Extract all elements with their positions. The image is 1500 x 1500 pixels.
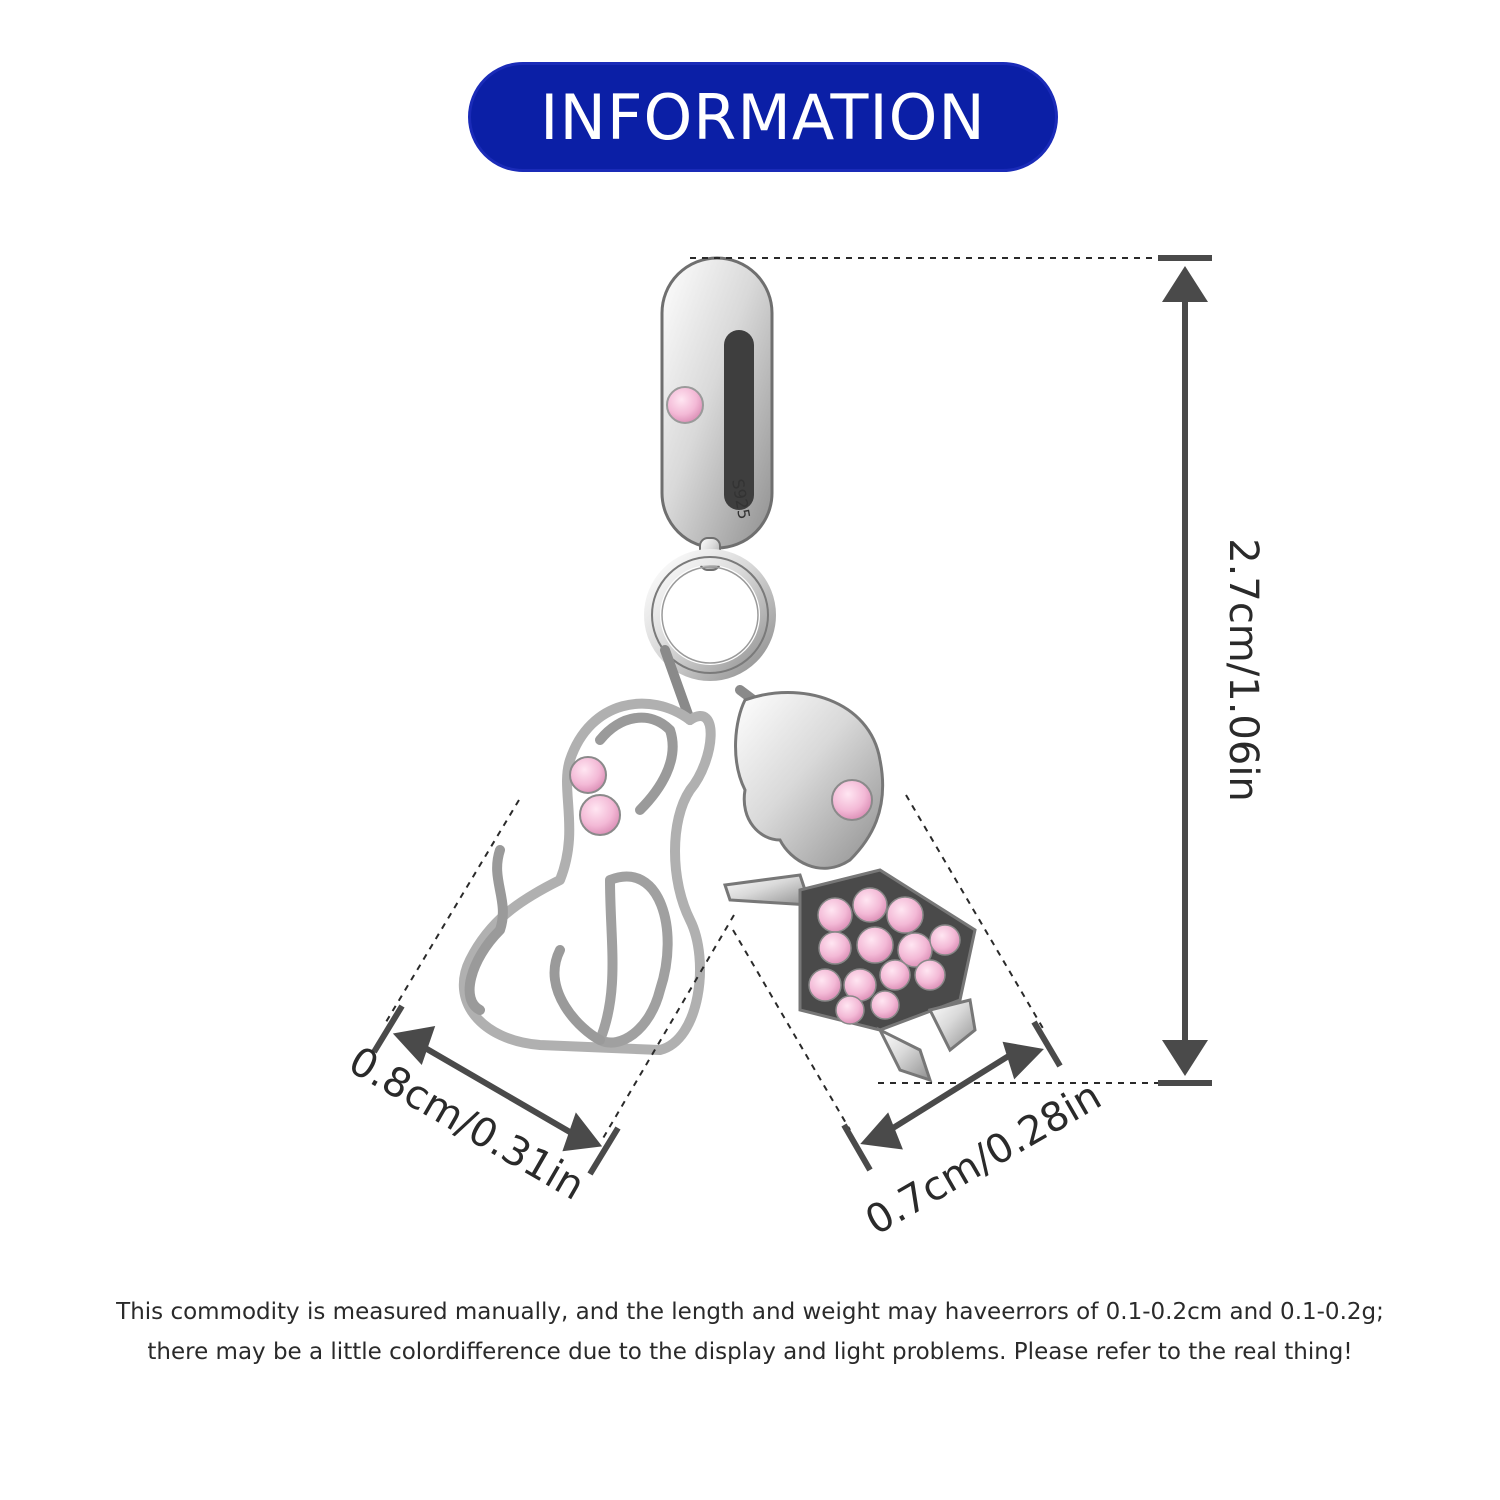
information-banner: INFORMATION bbox=[468, 62, 1058, 172]
left-width-arrow-end-icon bbox=[562, 1112, 603, 1152]
girl-dress-gems bbox=[808, 887, 961, 1025]
jump-ring bbox=[644, 537, 776, 681]
right-width-arrow-start-icon bbox=[1002, 1041, 1044, 1080]
girl-bow-gem bbox=[831, 779, 873, 821]
dog-charm bbox=[458, 645, 716, 1055]
charm-bail: S925 bbox=[660, 256, 774, 550]
left-width-arrow-start-icon bbox=[392, 1026, 436, 1065]
bail-gem bbox=[666, 386, 704, 424]
height-label: 2.7cm/1.06in bbox=[1220, 538, 1266, 802]
disclaimer-line-2: there may be a little colordifference du… bbox=[147, 1339, 1353, 1365]
height-arrow-up-icon bbox=[1162, 266, 1208, 302]
right-width-arrow-end-icon bbox=[860, 1112, 903, 1150]
right-width-dimension: 0.7cm/0.28in bbox=[732, 794, 1109, 1245]
height-dimension: 2.7cm/1.06in bbox=[690, 255, 1266, 1086]
measurement-disclaimer: This commodity is measured manually, and… bbox=[50, 1292, 1450, 1372]
disclaimer-line-1: This commodity is measured manually, and… bbox=[116, 1299, 1384, 1325]
height-arrow-down-icon bbox=[1162, 1040, 1208, 1076]
right-width-label: 0.7cm/0.28in bbox=[858, 1073, 1109, 1245]
dog-gems bbox=[569, 756, 621, 836]
banner-title: INFORMATION bbox=[540, 80, 986, 154]
